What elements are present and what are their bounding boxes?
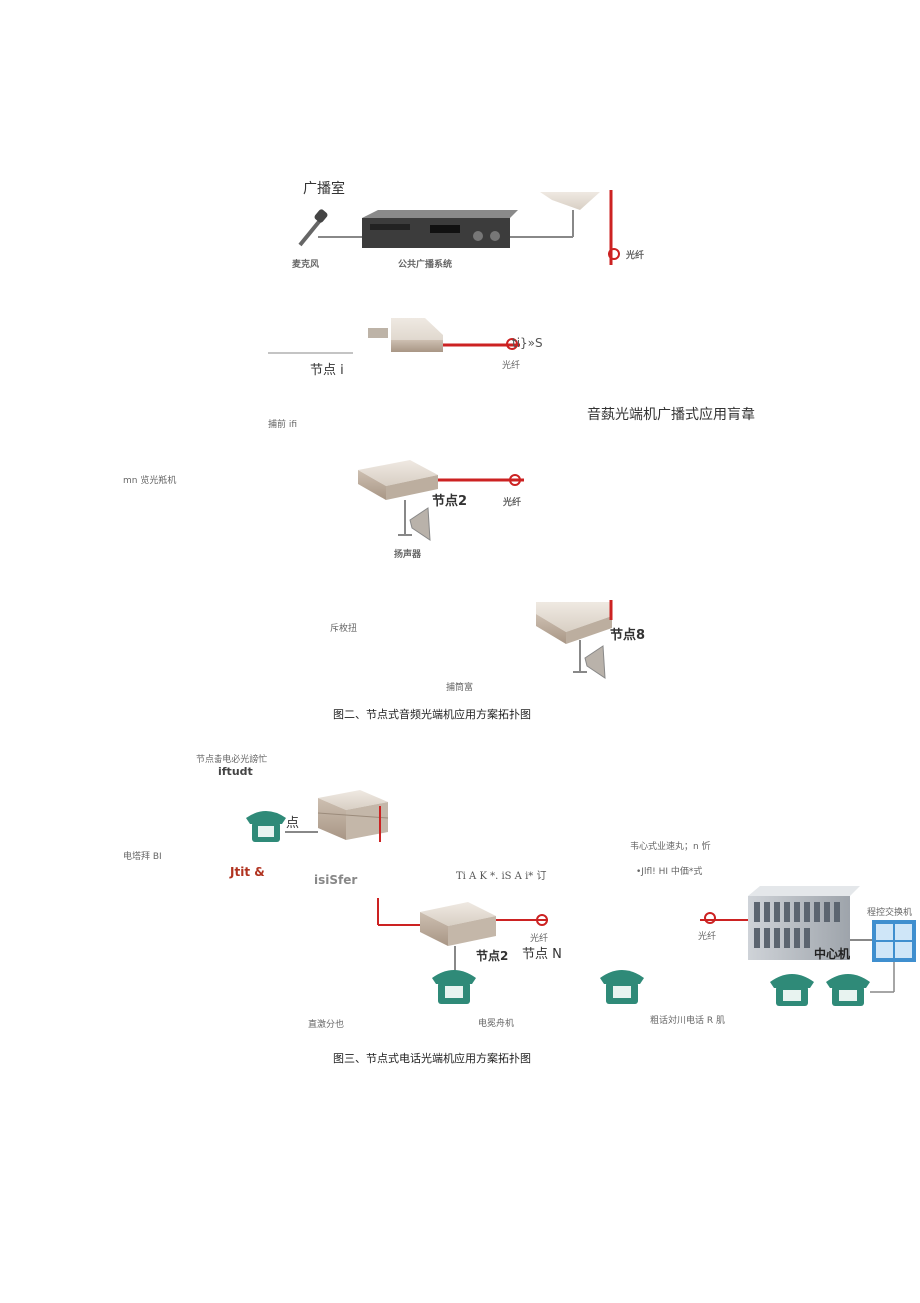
fiber-label: 光纤 <box>626 251 645 261</box>
node-2-device <box>358 460 438 500</box>
bottom-label: 电冕舟机 <box>478 1019 515 1029</box>
red-label: Jtit & <box>230 865 265 879</box>
side-label: mn 览光羝机 <box>123 476 177 486</box>
small-label: 捕筒富 <box>446 683 474 693</box>
red-label-part: Jtit <box>230 865 251 879</box>
gray-label: isiSfer <box>314 873 358 887</box>
device-fragment <box>540 192 600 210</box>
node-2-label: 节点2 <box>432 494 468 509</box>
mid-label: Ti A K *. iS A i* 订 <box>456 871 547 882</box>
phone-icon <box>826 974 870 1006</box>
phone-icon <box>600 970 644 1004</box>
fiber-label: 光纤 <box>530 934 549 944</box>
small-label: 捕前 ifi <box>268 420 298 430</box>
pa-system-unit <box>362 210 518 248</box>
top-label: 节点촓电必光謗忙 <box>196 755 268 765</box>
microphone-icon <box>298 209 328 247</box>
center-machine-rack <box>748 886 860 960</box>
node-1-label: 节点 i <box>310 363 344 378</box>
fiber-label: 光纤 <box>502 361 521 371</box>
pa-system-label: 公共广播系统 <box>398 260 453 270</box>
fiber-label: 光纤 <box>698 932 717 942</box>
center-machine-label: 中心机 <box>814 947 851 961</box>
phone-icon <box>246 811 286 842</box>
app-title: 音蓺光端机广播式应用肓韋 <box>587 407 755 423</box>
node-8-device <box>536 602 612 644</box>
node-2-phone-device <box>420 902 496 946</box>
node-1-phone-device <box>317 790 389 840</box>
broadcast-room-label: 广播室 <box>303 181 345 197</box>
speaker-icon <box>573 640 606 679</box>
phone-icon <box>432 970 476 1004</box>
pbx-label: 程控交换机 <box>867 908 913 918</box>
phone-icon <box>770 974 814 1006</box>
pbx-switch <box>872 920 916 962</box>
node-n-label: 节点 N <box>522 947 562 962</box>
red-label-part: & <box>254 865 265 879</box>
speaker-label: 扬声器 <box>394 550 422 560</box>
figure-3-caption: 图三、节点式电话光端机应用方案拓扑图 <box>333 1052 531 1065</box>
top-label-2: iftudt <box>218 765 253 778</box>
right-label-2: •Jlfl! HI 中価*式 <box>636 867 703 877</box>
right-label: 韦心式业速丸；n 忻 <box>630 842 711 852</box>
figure-2-caption: 图二、节点式音频光端机应用方案拓扑图 <box>333 708 531 721</box>
microphone-label: 麦克风 <box>292 260 320 270</box>
bottom-label: 粗话対川电话 R 肌 <box>650 1016 725 1026</box>
speaker-icon <box>398 500 431 541</box>
small-label: 斥枚扭 <box>330 624 358 634</box>
fiber-label: 光纤 <box>503 498 522 508</box>
node-8-label: 节点8 <box>610 628 646 643</box>
bottom-label: 直激分也 <box>308 1020 345 1030</box>
node-2-label: 节点2 <box>476 949 509 963</box>
left-label: 电塔拜 BI <box>123 852 162 862</box>
node-label: 点 <box>286 816 300 831</box>
garbled-label: ti}»S <box>512 336 543 350</box>
node-1-device <box>391 318 443 352</box>
